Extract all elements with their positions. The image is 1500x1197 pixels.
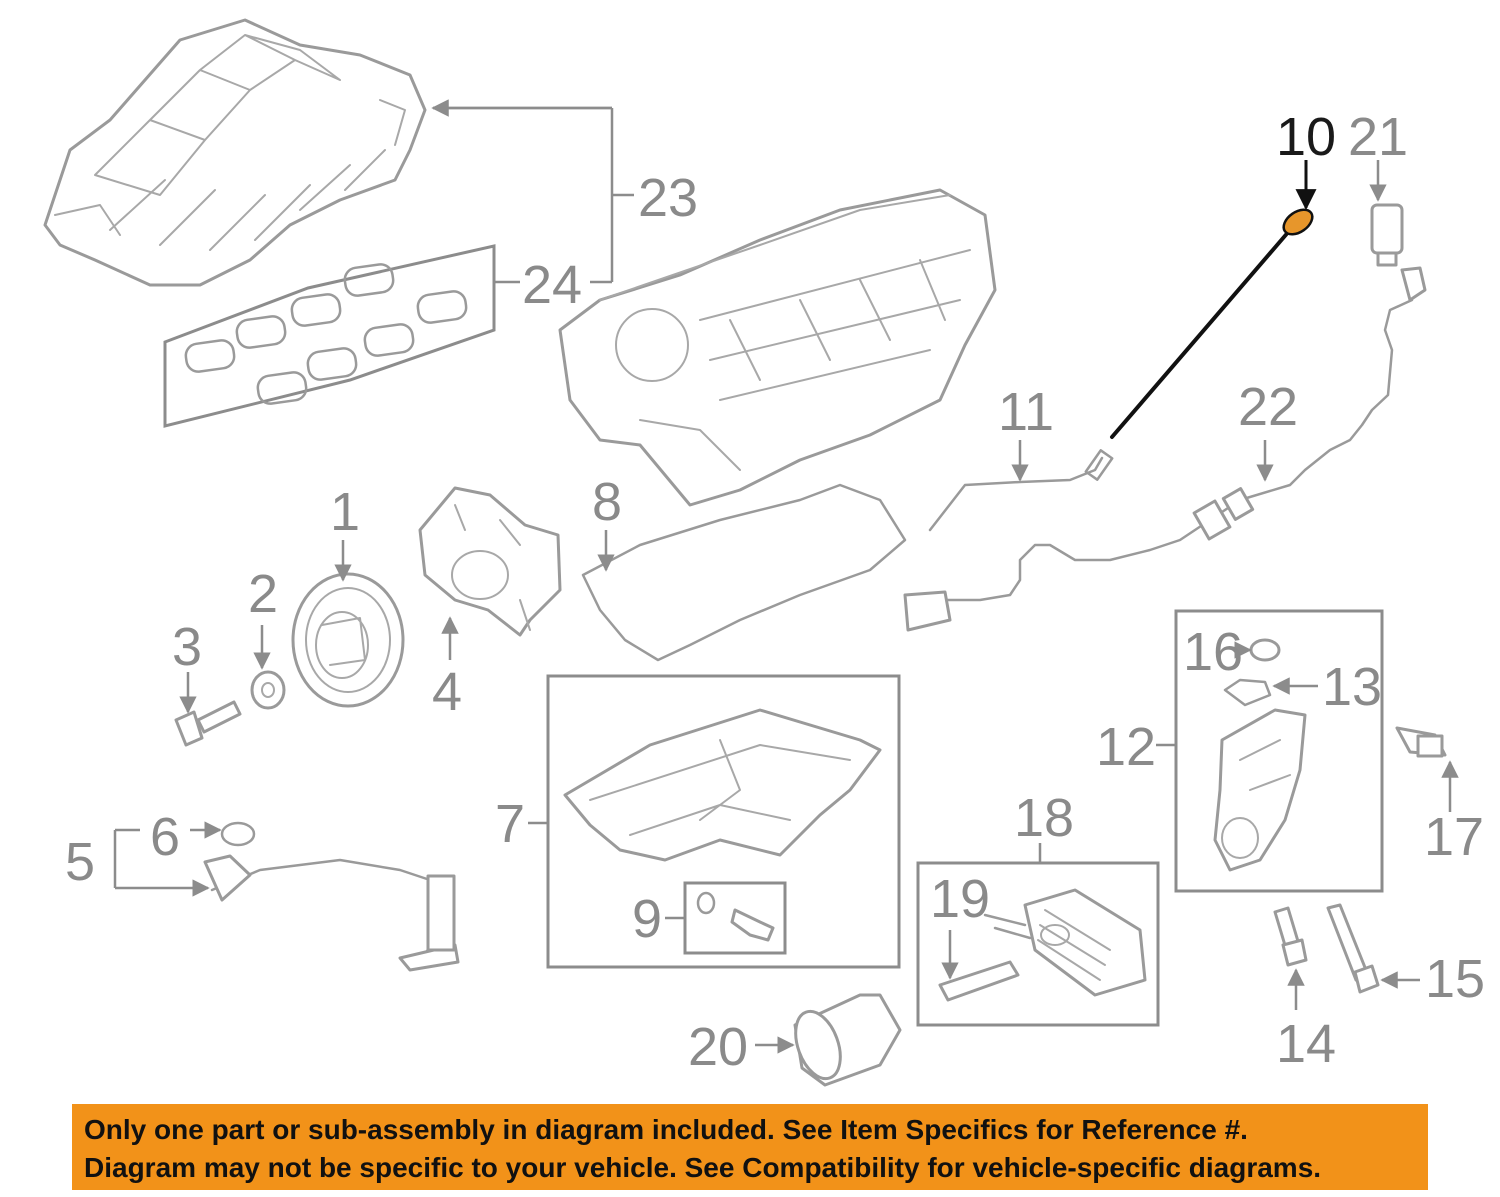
oil-pan-box (546, 674, 901, 969)
callout-16: 16 (1183, 622, 1243, 682)
callout-1: 1 (330, 482, 360, 542)
oil-pan-gasket (581, 483, 907, 662)
cooler-bolt (938, 960, 1020, 1002)
seal-16 (1249, 638, 1281, 662)
timing-cover (1213, 708, 1307, 872)
callout-14: 14 (1276, 1014, 1336, 1074)
engine-block (558, 188, 997, 507)
bolt-14 (1273, 906, 1308, 967)
sensor-21 (1370, 203, 1404, 267)
sensor-17 (1395, 726, 1447, 758)
callout-20: 20 (688, 1017, 748, 1077)
oil-cooler (983, 888, 1147, 997)
front-cover-box (1174, 609, 1384, 893)
washer (250, 670, 286, 710)
disclaimer-line-2: Diagram may not be specific to your vehi… (84, 1152, 1322, 1183)
callout-19: 19 (930, 869, 990, 929)
oil-pickup-tube (203, 821, 460, 972)
callout-21: 21 (1348, 107, 1408, 167)
crankshaft-balancer (291, 572, 405, 708)
oil-pump (418, 486, 562, 637)
bolt-15 (1326, 903, 1380, 994)
callout-6: 6 (150, 807, 180, 867)
oil-dipstick (1110, 208, 1314, 439)
callout-8: 8 (592, 472, 622, 532)
balancer-bolt (174, 700, 242, 747)
callout-3: 3 (172, 617, 202, 677)
callout-15: 15 (1425, 949, 1485, 1009)
callout-18: 18 (1014, 788, 1074, 848)
callout-11: 11 (998, 382, 1054, 442)
oil-cooler-box (916, 861, 1160, 1027)
dipstick-tube (928, 449, 1114, 532)
wiring-harness (903, 266, 1427, 632)
callout-12: 12 (1096, 717, 1156, 777)
callout-4: 4 (432, 662, 462, 722)
callout-13: 13 (1322, 657, 1382, 717)
callout-22: 22 (1238, 377, 1298, 437)
engine-parts-diagram: 1 2 3 4 5 6 7 8 9 10 11 12 13 14 15 16 1… (43, 18, 1485, 1087)
oil-pan (563, 708, 882, 862)
disclaimer-banner: Only one part or sub-assembly in diagram… (72, 1104, 1428, 1190)
disclaimer-line-1: Only one part or sub-assembly in diagram… (84, 1114, 1248, 1145)
callout-5: 5 (65, 832, 95, 892)
callout-2: 2 (248, 564, 278, 624)
callout-24: 24 (522, 255, 582, 315)
callout-17: 17 (1424, 807, 1484, 867)
callout-7: 7 (495, 794, 525, 854)
drain-plug (696, 891, 775, 942)
callout-9: 9 (632, 889, 662, 949)
intake-gasket-set (163, 244, 496, 428)
callout-23: 23 (638, 168, 698, 228)
gasket-13 (1223, 678, 1272, 707)
intake-manifold (43, 18, 427, 287)
oil-filter (793, 993, 902, 1087)
callout-10: 10 (1276, 107, 1336, 167)
